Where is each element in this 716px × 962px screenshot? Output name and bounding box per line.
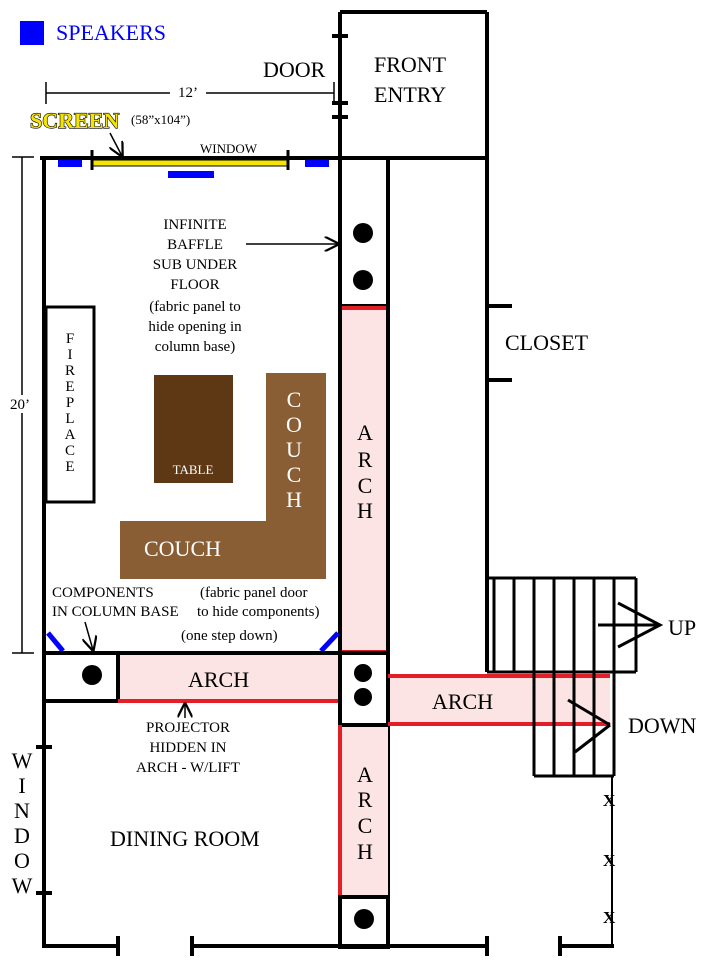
svg-text:F: F: [66, 331, 74, 347]
bottom-column: [338, 895, 390, 949]
svg-text:O: O: [286, 412, 302, 437]
svg-text:INFINITE: INFINITE: [163, 217, 226, 233]
window-left-label: W I N D O W: [12, 748, 33, 898]
components-dot: [82, 665, 102, 685]
bottom-dot: [354, 909, 374, 929]
svg-text:COMPONENTS: COMPONENTS: [52, 585, 154, 601]
svg-text:H: H: [286, 487, 302, 512]
svg-text:TABLE: TABLE: [173, 462, 214, 477]
down-label: DOWN: [628, 713, 697, 738]
svg-text:ARCH - W/LIFT: ARCH - W/LIFT: [136, 760, 240, 776]
screen-label: SCREEN: [30, 108, 119, 133]
svg-text:C: C: [287, 387, 302, 412]
svg-text:X: X: [603, 791, 616, 810]
screen-size: (58”x104”): [131, 112, 190, 127]
svg-text:(fabric panel to: (fabric panel to: [149, 299, 241, 315]
height-dimension: 20’: [8, 156, 38, 654]
arch-stairs-label: ARCH: [432, 689, 493, 714]
projection-screen: [91, 159, 289, 167]
svg-text:IN COLUMN BASE: IN COLUMN BASE: [52, 604, 179, 620]
closet-label: CLOSET: [505, 330, 589, 355]
svg-text:C: C: [358, 813, 373, 838]
speaker-legend-label: SPEAKERS: [56, 20, 166, 45]
couch-horizontal: [120, 521, 326, 579]
door-label: DOOR: [263, 57, 326, 82]
svg-text:C: C: [287, 462, 302, 487]
svg-text:12’: 12’: [178, 85, 198, 101]
svg-text:(one step down): (one step down): [181, 628, 278, 644]
x-markers: X X X: [603, 776, 616, 948]
svg-text:R: R: [65, 363, 75, 379]
svg-text:FLOOR: FLOOR: [170, 277, 219, 293]
svg-text:L: L: [65, 411, 74, 427]
fireplace: [44, 305, 96, 504]
svg-text:X: X: [603, 908, 616, 927]
table: [154, 375, 233, 483]
svg-text:A: A: [65, 427, 76, 443]
bottom-wall: [44, 936, 614, 956]
stairs: [487, 576, 664, 778]
svg-text:D: D: [14, 823, 30, 848]
projector-note: PROJECTOR HIDDEN IN ARCH - W/LIFT: [136, 720, 240, 776]
dining-room-label: DINING ROOM: [110, 826, 260, 851]
couch-vertical-label: C O U C H: [286, 387, 302, 512]
arch-stairs: [390, 676, 610, 724]
svg-text:O: O: [14, 848, 30, 873]
svg-text:(fabric panel door: (fabric panel door: [200, 585, 307, 601]
center-dot-2: [354, 688, 372, 706]
svg-text:A: A: [357, 762, 373, 787]
sub-dot-2: [353, 270, 373, 290]
svg-text:E: E: [65, 379, 74, 395]
fireplace-label: F I R E P L A C E: [65, 331, 76, 475]
speaker-left: [58, 160, 82, 167]
svg-text:A: A: [357, 420, 373, 445]
arch-left: [120, 655, 338, 701]
svg-text:20’: 20’: [10, 397, 30, 413]
svg-text:W: W: [12, 748, 33, 773]
svg-text:I: I: [18, 773, 25, 798]
window-top-label: WINDOW: [200, 141, 258, 156]
speaker-center: [168, 171, 214, 178]
sub-note: INFINITE BAFFLE SUB UNDER FLOOR (fabric …: [148, 217, 242, 355]
arch-left-label: ARCH: [188, 667, 249, 692]
svg-text:N: N: [14, 798, 30, 823]
svg-text:C: C: [65, 443, 75, 459]
svg-text:R: R: [358, 447, 373, 472]
components-column: [42, 651, 120, 703]
arch-lower: [342, 727, 388, 897]
sub-dot-1: [353, 223, 373, 243]
svg-text:U: U: [286, 437, 302, 462]
svg-text:W: W: [12, 873, 33, 898]
up-label: UP: [668, 615, 696, 640]
svg-text:PROJECTOR: PROJECTOR: [146, 720, 230, 736]
center-dot-1: [354, 664, 372, 682]
svg-text:R: R: [358, 787, 373, 812]
components-note: COMPONENTS IN COLUMN BASE (fabric panel …: [52, 585, 319, 644]
svg-text:ENTRY: ENTRY: [374, 82, 446, 107]
speaker-right: [305, 160, 329, 167]
arch-lower-label: A R C H: [357, 762, 373, 864]
svg-text:H: H: [357, 498, 373, 523]
svg-text:FRONT: FRONT: [374, 52, 447, 77]
svg-text:SUB UNDER: SUB UNDER: [153, 257, 238, 273]
arch-right: [342, 308, 388, 652]
svg-text:I: I: [68, 347, 73, 363]
front-entry: FRONT ENTRY: [332, 10, 489, 158]
svg-text:HIDDEN IN: HIDDEN IN: [149, 740, 226, 756]
couch-horizontal-label: COUCH: [144, 536, 221, 561]
svg-text:H: H: [357, 839, 373, 864]
width-dimension: 12’: [45, 82, 335, 104]
svg-text:X: X: [603, 851, 616, 870]
svg-text:E: E: [65, 459, 74, 475]
speaker-legend-icon: [20, 21, 44, 45]
svg-text:BAFFLE: BAFFLE: [167, 237, 223, 253]
svg-text:hide opening in: hide opening in: [148, 319, 242, 335]
arch-right-label: A R C H: [357, 420, 373, 523]
svg-text:column base): column base): [155, 339, 235, 355]
svg-text:C: C: [358, 473, 373, 498]
svg-text:to hide components): to hide components): [197, 604, 319, 620]
svg-text:P: P: [66, 395, 74, 411]
